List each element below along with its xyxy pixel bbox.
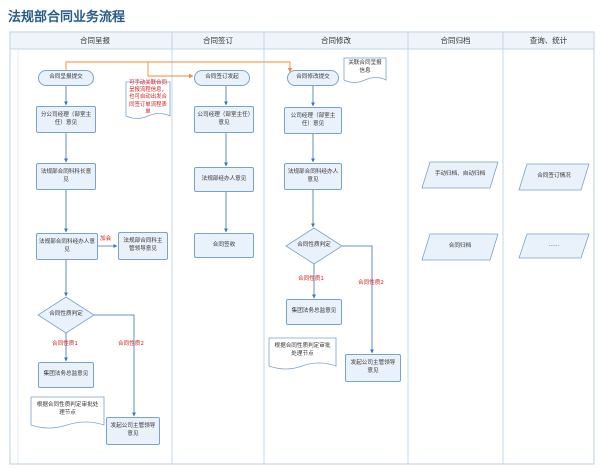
modify-nature2-label: 合同性质2 <box>358 280 384 286</box>
lane-header-sign: 合同签订 <box>203 36 233 45</box>
query-sign-node[interactable]: 合同签订情况 <box>537 173 571 180</box>
modify-linked-doc-shape <box>343 57 387 83</box>
page-title: 法规部合同业务流程 <box>8 10 126 25</box>
report-company-node[interactable]: 发起公司主管领导意见 <box>106 417 160 445</box>
report-legal-clerk-node[interactable]: 法规部合同科科长意见 <box>36 163 96 190</box>
connectors <box>64 86 374 417</box>
query-more-node[interactable]: …… <box>548 242 560 249</box>
report-note: 可手动关联合同呈报流程信息，也可自动出发合同签订单流程表单 <box>129 79 167 115</box>
modify-decision-label[interactable]: 合同性质判定 <box>297 242 331 249</box>
report-dept-node[interactable]: 分公司经理（部室主任）意见 <box>36 106 96 133</box>
report-leader-node[interactable]: 法规部合同科主管领导意见 <box>118 232 168 260</box>
modify-company-node[interactable]: 发起公司主管领导意见 <box>345 354 401 382</box>
lane-header-report: 合同呈报 <box>80 36 110 45</box>
sign-receive-node[interactable]: 合同签收 <box>194 233 254 258</box>
modify-dept-node[interactable]: 公司经理（部室主任）意见 <box>284 107 342 134</box>
archive-manual-shape <box>421 161 499 189</box>
archive-manual-node[interactable]: 手动归档、自动归档 <box>434 171 486 178</box>
nature2-label: 合同性质2 <box>118 341 144 347</box>
report-decision-label[interactable]: 合同性质判定 <box>49 311 83 318</box>
modify-linked-doc: 关联合同呈报信息 <box>348 59 382 74</box>
report-doc-node: 根据合同性质判定审批处理节点 <box>36 402 99 416</box>
archive-node[interactable]: 合同归档 <box>448 243 472 250</box>
swimlane-frame <box>9 31 595 465</box>
report-note-doc-shape <box>125 81 171 119</box>
modify-officer-node[interactable]: 法规部合同科经办人意见 <box>284 163 342 190</box>
lane-header-query: 查询、统计 <box>529 36 568 45</box>
report-doc-shape <box>30 396 105 429</box>
sign-start-node[interactable]: 合同签订发起 <box>194 70 250 86</box>
sign-officer-node[interactable]: 法规部经办人意见 <box>194 167 254 192</box>
lane-header-archive: 合同归档 <box>440 36 471 45</box>
archive-shape <box>421 233 499 261</box>
report-legal-officer-node[interactable]: 法规部合同科经办人意见 <box>36 233 98 260</box>
report-gm-node[interactable]: 集团法务总监意见 <box>38 362 94 388</box>
orange-connector <box>65 61 293 79</box>
nature1-label: 合同性质1 <box>52 341 78 347</box>
lane-header-modify: 合同修改 <box>321 36 351 45</box>
modify-gm-node[interactable]: 集团法务总监意见 <box>286 299 342 325</box>
report-start-node[interactable]: 合同呈报提交 <box>38 70 94 86</box>
modify-nature1-label: 合同性质1 <box>298 276 324 282</box>
query-sign-shape <box>518 163 590 191</box>
query-more-shape <box>518 233 590 259</box>
modify-start-node[interactable]: 合同修改提交 <box>287 70 339 86</box>
sign-dept-node[interactable]: 公司经理（部室主任）意见 <box>194 106 254 133</box>
add-sign-label: 加会 <box>100 236 112 242</box>
modify-doc-node: 根据合同性质判定审批处理节点 <box>274 343 331 357</box>
modify-doc-shape <box>268 337 337 370</box>
